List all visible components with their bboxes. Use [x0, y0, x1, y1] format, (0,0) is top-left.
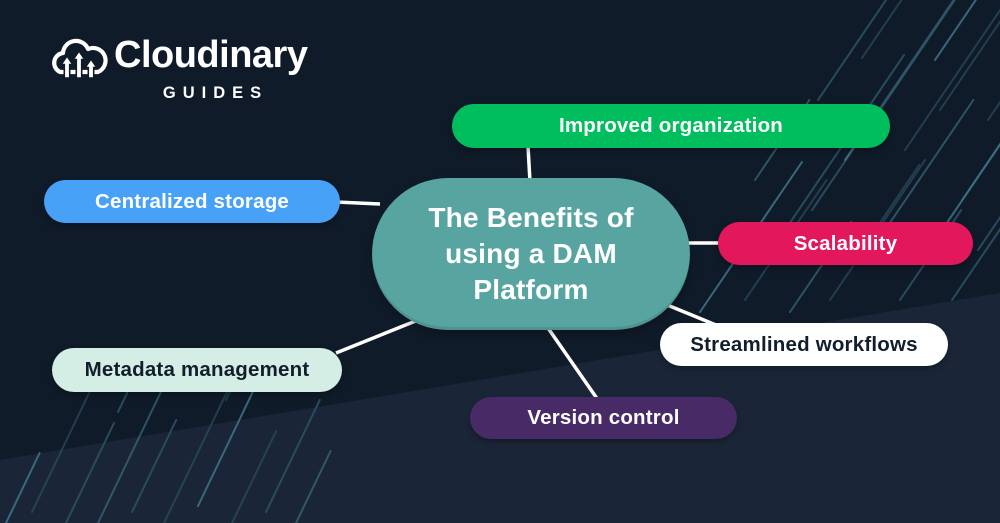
node-pill-label: Version control	[527, 406, 680, 429]
central-node-label-line: The Benefits of	[428, 202, 634, 233]
node-pill-label: Improved organization	[558, 114, 784, 137]
brand-name: Cloudinary	[114, 34, 308, 76]
cloud-upload-icon	[52, 38, 108, 79]
node-pill-centralized-storage: Centralized storage	[44, 180, 340, 223]
node-pill-scalability: Scalability	[718, 222, 973, 265]
central-node-label-line: using a DAM	[445, 238, 617, 269]
node-pill-improved-organization: Improved organization	[452, 104, 890, 148]
node-pill-label: Centralized storage	[94, 189, 290, 213]
connector-metadata-management	[335, 318, 419, 355]
central-node-dam-benefits: The Benefits of using a DAM Platform	[372, 178, 690, 330]
connector-lines	[335, 145, 722, 401]
node-pill-streamlined-workflows: Streamlined workflows	[660, 323, 948, 366]
rain-lines-top-right	[699, 0, 1000, 313]
connector-centralized-storage	[335, 200, 381, 206]
connector-version-control	[546, 327, 600, 401]
node-pill-label: Scalability	[793, 231, 898, 255]
brand-subtitle: GUIDES	[162, 84, 269, 102]
connector-improved-organization	[526, 145, 532, 183]
node-pill-version-control: Version control	[470, 397, 737, 439]
node-pill-metadata-management: Metadata management	[52, 348, 342, 392]
cloudinary-logo: Cloudinary GUIDES	[48, 32, 308, 107]
node-pill-label: Streamlined workflows	[690, 332, 918, 356]
central-node-label-line: Platform	[473, 274, 589, 305]
node-pill-label: Metadata management	[84, 358, 310, 381]
rain-lines-bottom-left	[5, 363, 332, 523]
